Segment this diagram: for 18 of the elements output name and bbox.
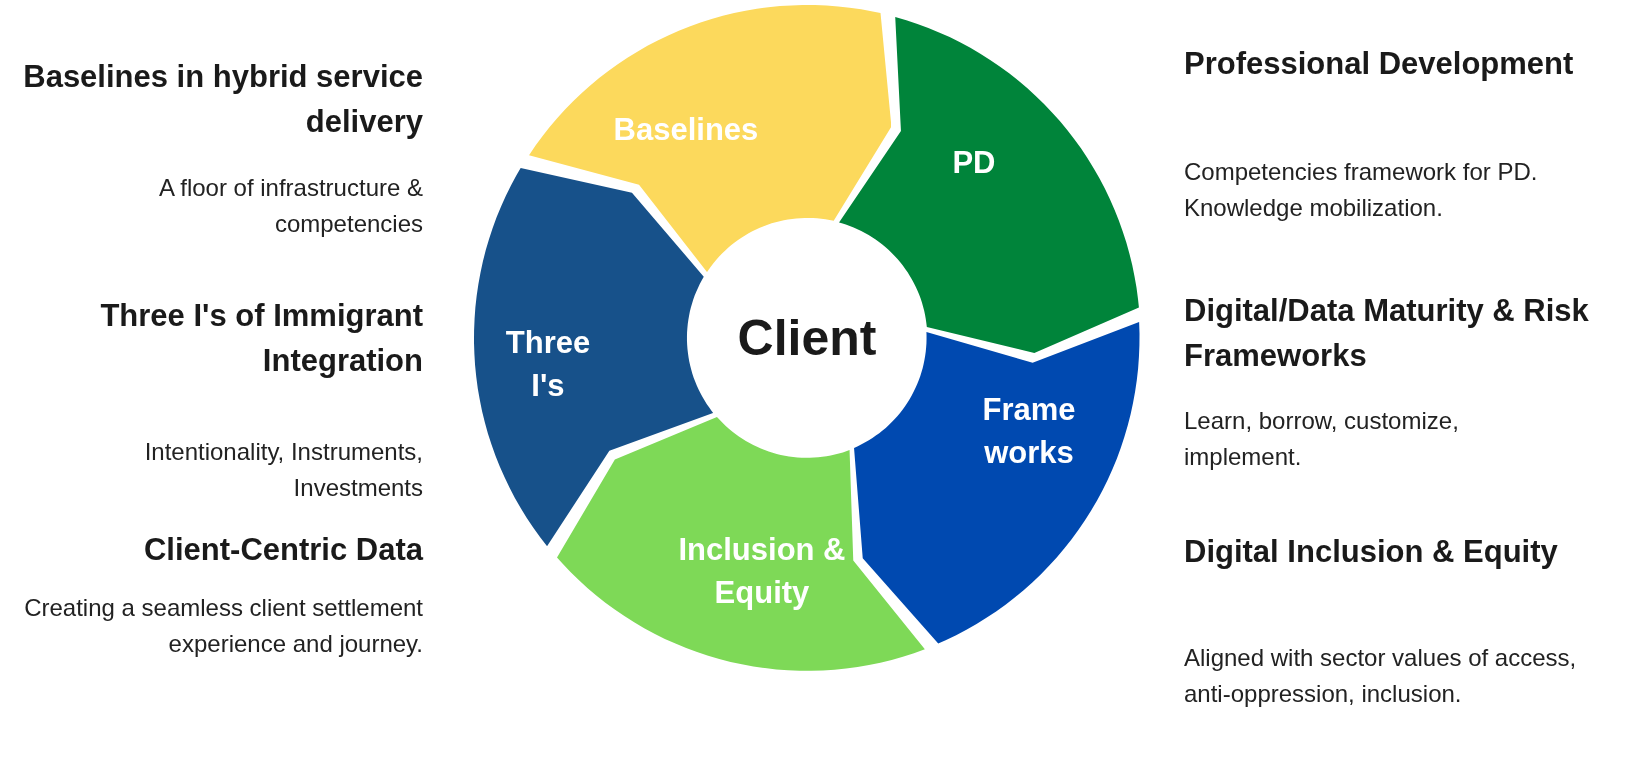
section-description: Learn, borrow, customize, implement.	[1184, 406, 1460, 472]
segment-label: Baselines	[613, 111, 759, 150]
segment-label: PD	[952, 144, 996, 183]
segment-label: Three I's	[504, 323, 592, 405]
section-heading: Digital Inclusion & Equity	[1184, 533, 1559, 571]
section-heading: Three I's of Immigrant Integration	[99, 297, 423, 380]
section-description: Aligned with sector values of access, anti-oppression, inclusion.	[1184, 643, 1578, 709]
section-description: Competencies framework for PD. Knowledge mobilization.	[1184, 157, 1539, 223]
section-heading: Professional Development	[1184, 45, 1575, 83]
section-heading: Client-Centric Data	[142, 531, 423, 569]
section-description: Intentionality, Instruments, Investments	[143, 437, 423, 503]
section-heading: Digital/Data Maturity & Risk Frameworks	[1184, 292, 1590, 375]
center-label: Client	[737, 308, 877, 368]
segment-label: Frame works	[981, 390, 1077, 472]
section-heading: Baselines in hybrid service delivery	[22, 58, 423, 141]
segment-label: Inclusion & Equity	[677, 530, 847, 612]
section-description: A floor of infrastructure & competencies	[157, 173, 423, 239]
section-description: Creating a seamless client settlement experience and journey.	[23, 593, 423, 659]
